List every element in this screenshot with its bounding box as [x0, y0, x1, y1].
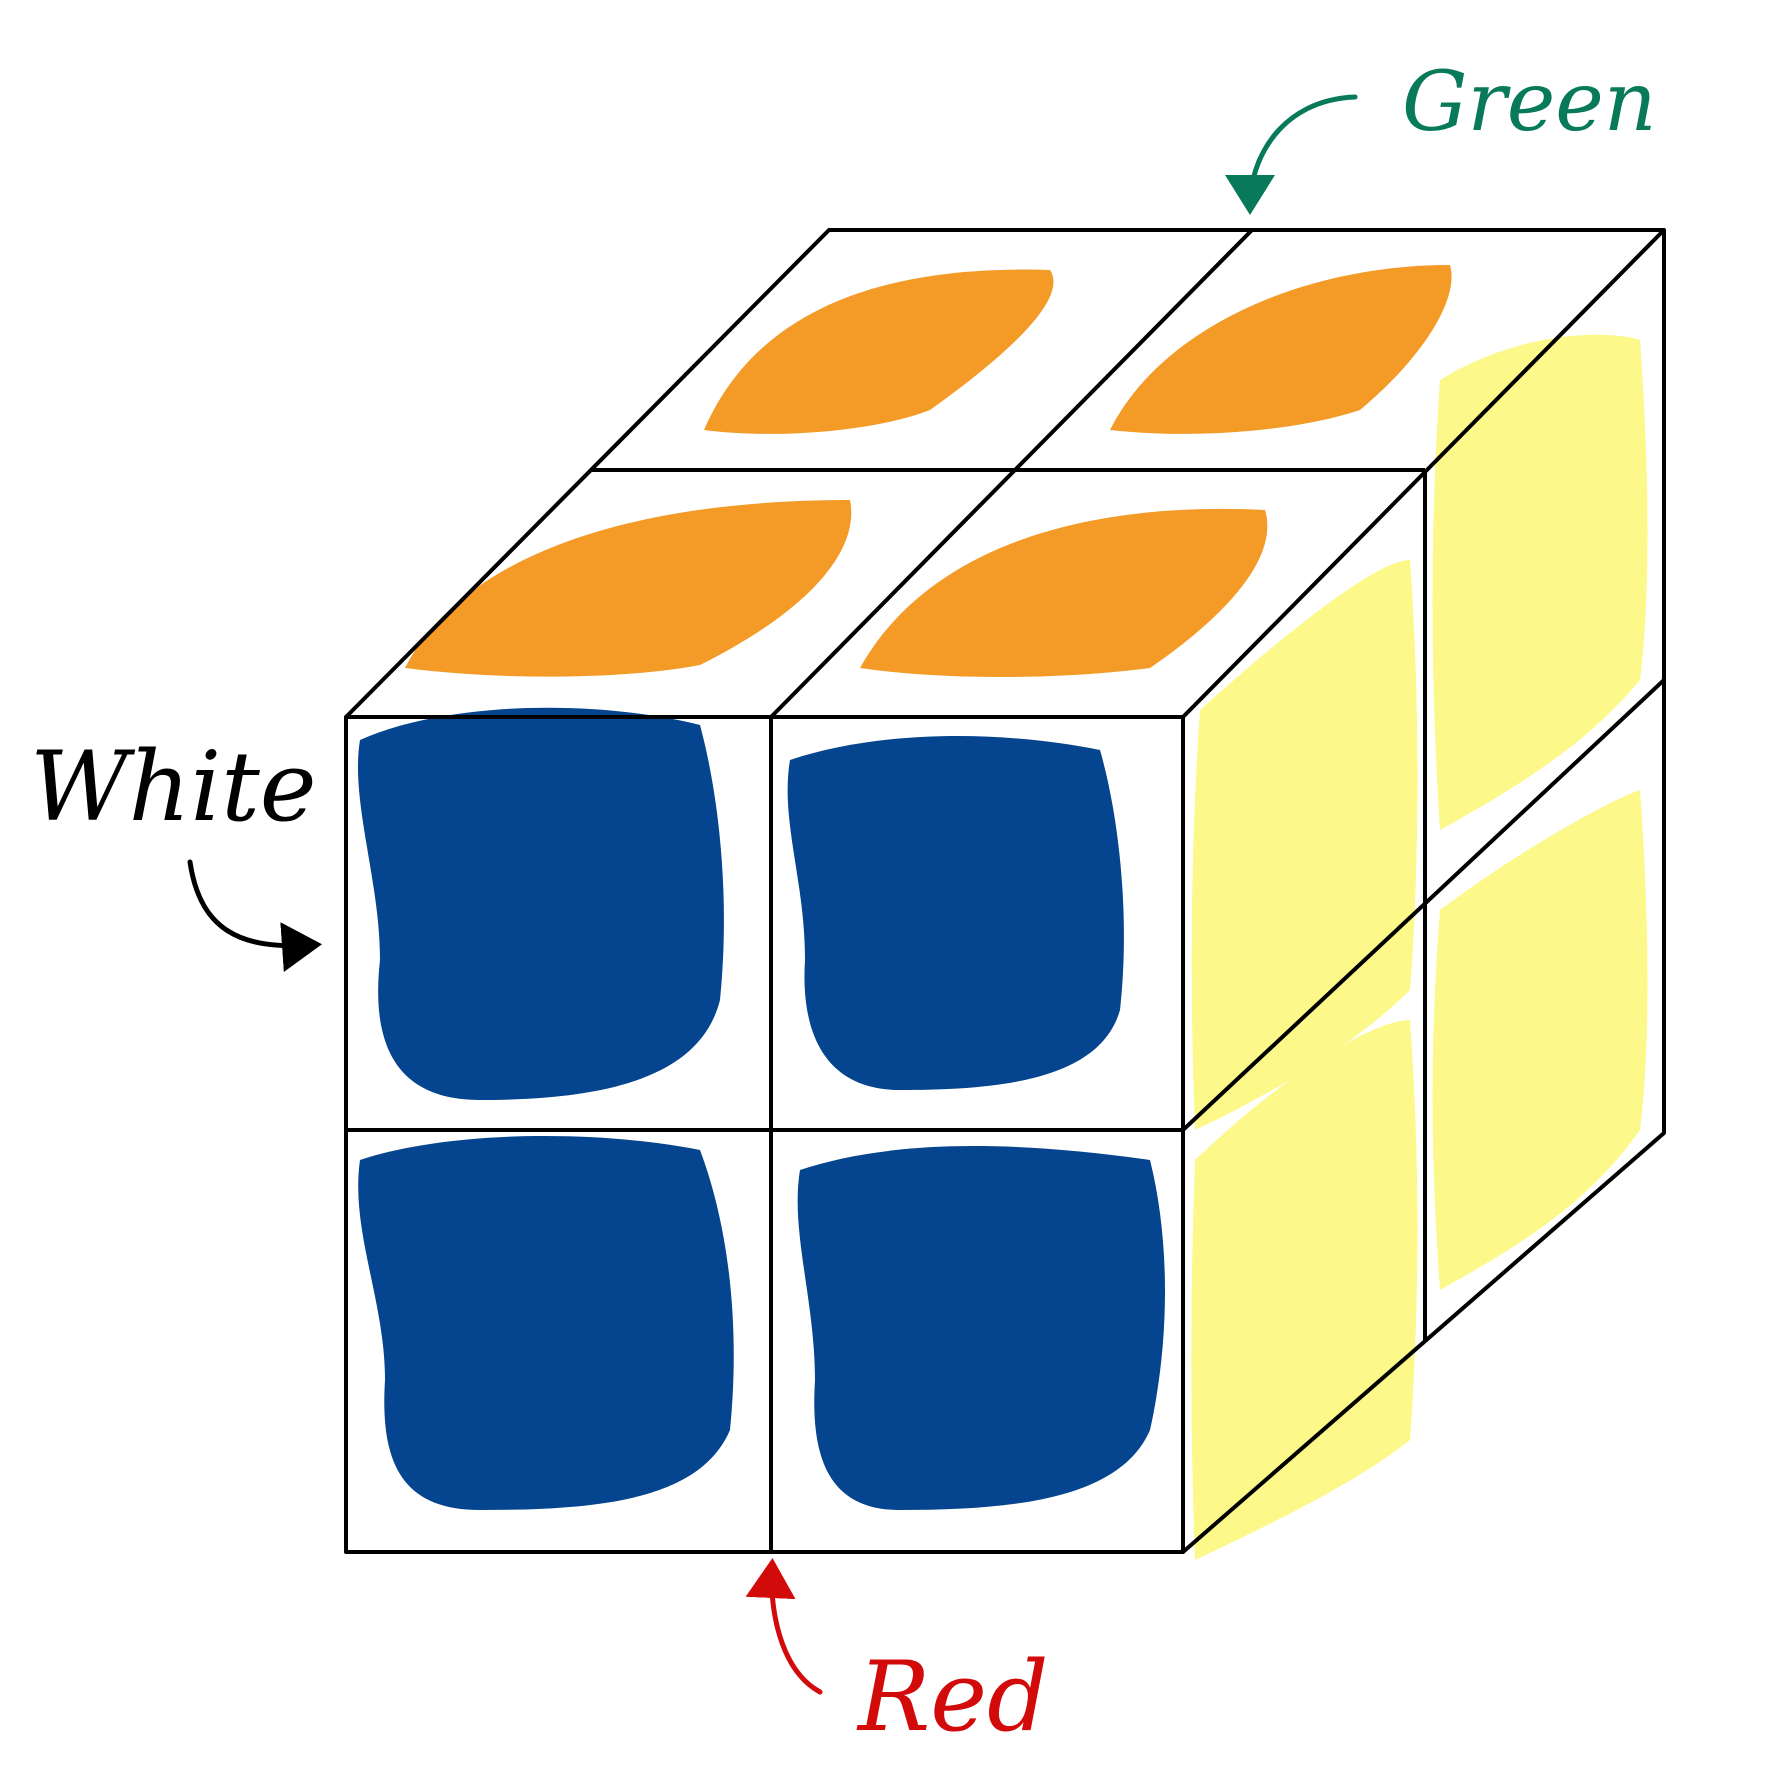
annotation-arrows	[187, 94, 1358, 1695]
white-label: White	[30, 731, 317, 843]
red-arrow	[745, 1558, 823, 1695]
front-sticker-top-left	[357, 707, 724, 1100]
red-label: Red	[856, 1641, 1049, 1753]
top-face	[405, 265, 1452, 677]
right-sticker-top-back	[1432, 334, 1648, 830]
top-sticker-back-right	[1110, 265, 1452, 434]
outline-top-divider-b	[769, 228, 1254, 719]
right-sticker-bottom-front	[1191, 1020, 1418, 1560]
top-sticker-back-left	[704, 269, 1054, 434]
green-arrow	[1225, 94, 1358, 215]
front-sticker-bottom-left	[358, 1136, 734, 1510]
front-sticker-bottom-right	[797, 1146, 1165, 1510]
top-sticker-front-right	[860, 508, 1268, 677]
front-face	[357, 707, 1165, 1510]
front-sticker-top-right	[787, 736, 1124, 1090]
white-arrow	[187, 859, 322, 973]
cube-outline	[344, 228, 1666, 1554]
top-sticker-front-left	[405, 500, 852, 677]
right-sticker-top-front	[1191, 560, 1418, 1130]
right-face	[1191, 334, 1648, 1560]
outline-right-face	[1181, 230, 1666, 1554]
green-label: Green	[1402, 55, 1657, 150]
right-sticker-bottom-back	[1432, 790, 1648, 1290]
